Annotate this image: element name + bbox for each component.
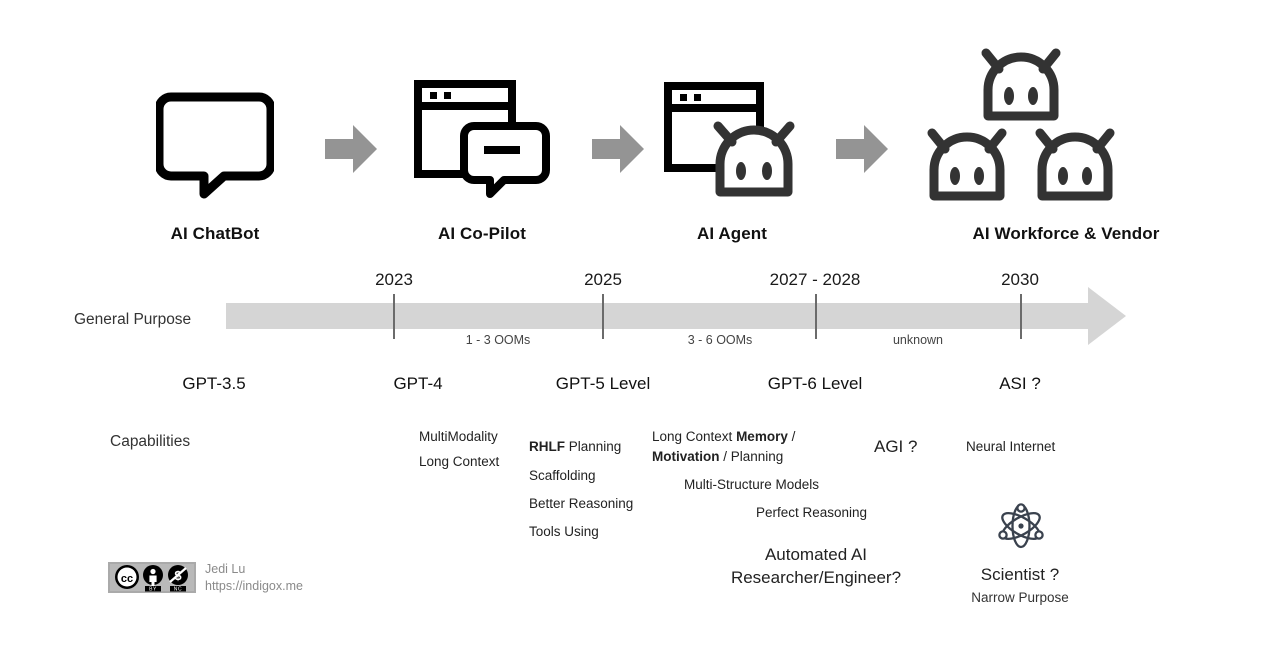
creative-commons-by-nc-badge: cc BY $ NC <box>108 562 196 594</box>
atom-icon <box>995 500 1047 557</box>
capability-rhlf-planning: RHLF Planning <box>529 437 621 458</box>
three-robots-icon <box>920 28 1132 203</box>
credit-author: Jedi Lu <box>205 562 246 576</box>
capability-neural-internet: Neural Internet <box>966 439 1056 454</box>
stage-label-copilot: AI Co-Pilot <box>438 224 526 243</box>
svg-text:cc: cc <box>121 573 133 585</box>
stage-label-workforce: AI Workforce & Vendor <box>972 224 1160 243</box>
capability-scientist: Scientist ? <box>980 565 1060 584</box>
svg-text:NC: NC <box>174 587 182 593</box>
capability-planning-text: Planning <box>565 439 622 454</box>
credit-text-block: Jedi Lu https://indigox.me <box>205 561 303 595</box>
timeline-gap-3-6-ooms: 3 - 6 OOMs <box>687 333 753 347</box>
arrow-right-icon <box>325 125 377 178</box>
capability-motivation-text: Motivation <box>652 449 720 464</box>
capability-automated-ai-line2: Researcher/Engineer? <box>730 568 902 587</box>
capability-agi: AGI ? <box>874 437 918 456</box>
timeline-year-2027-2028: 2027 - 2028 <box>769 270 861 289</box>
timeline-tick-2027-2028 <box>815 294 817 339</box>
model-label-asi: ASI ? <box>999 374 1041 393</box>
timeline-tick-2030 <box>1020 294 1022 339</box>
capability-multi-structure-models: Multi-Structure Models <box>684 477 820 492</box>
capability-motivation-planning: Motivation / Planning <box>652 447 783 468</box>
capability-perfect-reasoning: Perfect Reasoning <box>756 505 868 520</box>
timeline-year-2025: 2025 <box>584 270 622 289</box>
capability-rhlf-text: RHLF <box>529 439 565 454</box>
arrow-right-icon <box>836 125 888 178</box>
timeline-row-label: General Purpose <box>74 311 192 328</box>
stage-label-chatbot: AI ChatBot <box>170 224 260 243</box>
timeline-tick-2023 <box>393 294 395 339</box>
browser-window-with-chat-bubble-icon <box>412 78 552 200</box>
capability-narrow-purpose: Narrow Purpose <box>971 590 1069 605</box>
model-label-gpt4: GPT-4 <box>393 374 443 393</box>
svg-text:BY: BY <box>149 587 157 593</box>
capability-planning-text-2: / Planning <box>719 449 784 464</box>
capability-tools-using: Tools Using <box>529 524 599 539</box>
model-label-gpt35: GPT-3.5 <box>182 374 246 393</box>
timeline-year-2030: 2030 <box>1001 270 1039 289</box>
model-label-gpt5: GPT-5 Level <box>555 374 651 393</box>
stage-label-agent: AI Agent <box>696 224 768 243</box>
credit-url: https://indigox.me <box>205 578 303 593</box>
capability-scaffolding: Scaffolding <box>529 468 596 483</box>
timeline-tick-2025 <box>602 294 604 339</box>
capability-slash-1: / <box>787 429 796 444</box>
capability-long-context: Long Context <box>419 454 500 469</box>
timeline-gap-1-3-ooms: 1 - 3 OOMs <box>465 333 531 347</box>
timeline-bar <box>226 303 1088 329</box>
capability-long-context-text: Long Context <box>652 429 737 444</box>
capability-better-reasoning: Better Reasoning <box>529 496 634 511</box>
model-label-gpt6: GPT-6 Level <box>767 374 863 393</box>
capability-automated-ai-line1: Automated AI <box>764 545 868 564</box>
timeline-gap-unknown: unknown <box>892 333 944 347</box>
arrow-right-icon <box>592 125 644 178</box>
capability-long-context-memory: Long Context Memory / <box>652 427 795 448</box>
speech-bubble-icon <box>150 80 280 200</box>
capability-multimodality: MultiModality <box>419 429 498 444</box>
capability-memory-text: Memory <box>736 429 788 444</box>
license-credit: cc BY $ NC Jedi Lu https://indigox.me <box>108 561 303 595</box>
capabilities-row-label: Capabilities <box>110 433 191 450</box>
browser-window-with-robot-icon <box>662 80 802 200</box>
timeline-year-2023: 2023 <box>375 270 413 289</box>
timeline-arrowhead-icon <box>1088 287 1126 345</box>
